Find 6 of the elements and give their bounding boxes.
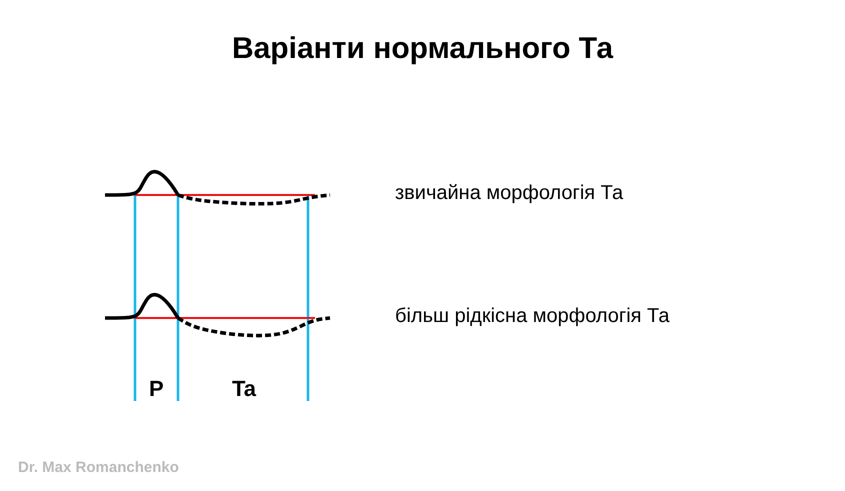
- row-label: більш рідкісна морфологія Та: [395, 305, 670, 328]
- interval-label: Ta: [232, 376, 256, 402]
- row-label: звичайна морфологія Та: [395, 182, 624, 205]
- author-credit: Dr. Max Romanchenko: [18, 459, 179, 476]
- title: Варіанти нормального Та: [230, 32, 614, 66]
- interval-label: P: [149, 376, 164, 402]
